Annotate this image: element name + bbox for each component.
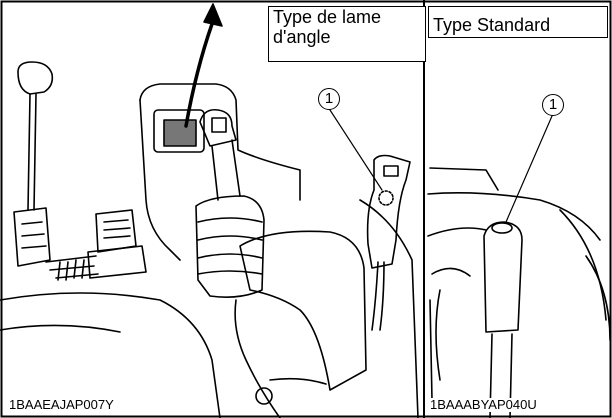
caption-standard-type: Type Standard: [428, 6, 608, 38]
right-pedal: [95, 209, 137, 253]
right-panel-drawing: [427, 115, 611, 418]
gear-lever-knob: [17, 61, 54, 95]
standard-lever: [483, 221, 523, 333]
control-lever-shaft: [211, 139, 241, 201]
up-arrow: [184, 22, 214, 128]
gear-lever-shaft: [27, 93, 31, 211]
figure-code-left: 1BAAEAJAP007Y: [9, 397, 114, 412]
seat-fender: [239, 230, 367, 391]
callout-number-right: 1: [542, 94, 564, 116]
left-pedal: [13, 207, 51, 267]
left-panel-drawing: [0, 3, 419, 418]
caption-angle-line2: d'angle: [273, 27, 331, 47]
caption-angle-line1: Type de lame: [273, 7, 382, 27]
lever-boot: [195, 195, 265, 298]
callout-number-left: 1: [318, 88, 340, 110]
figure-code-right: 1BAAABYAP040U: [430, 397, 537, 412]
caption-angle-blade-type: Type de lame d'angle: [268, 6, 426, 62]
control-lever-grip: [199, 108, 237, 147]
control-console: [139, 83, 301, 201]
throttle-lever: [366, 154, 411, 269]
callout-right-leader: [505, 115, 553, 223]
callout-left-leader: [329, 109, 383, 191]
